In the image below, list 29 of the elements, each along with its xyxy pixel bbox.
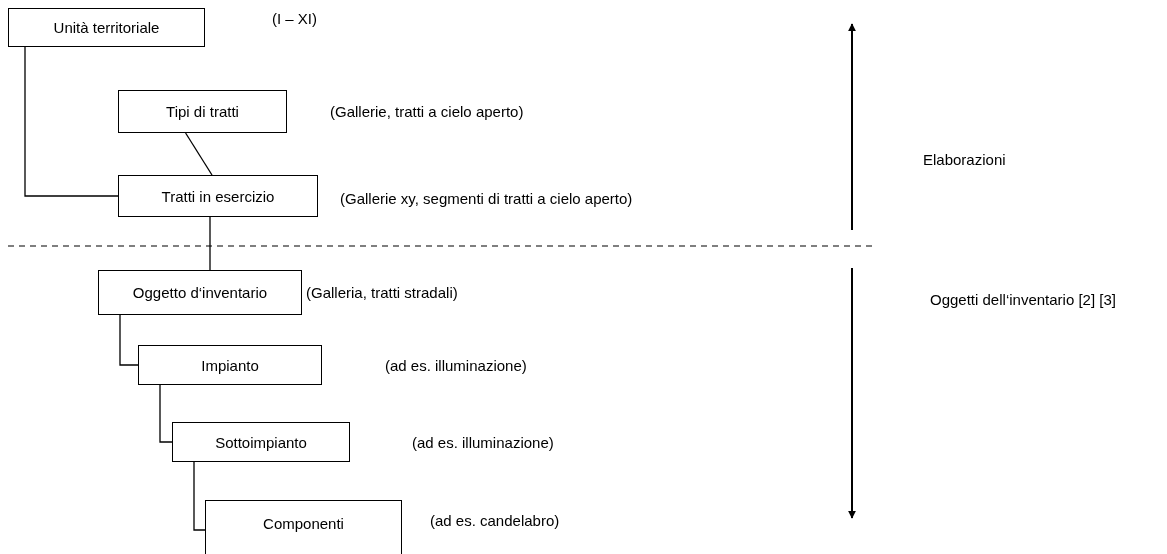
box-label: Tratti in esercizio bbox=[161, 187, 275, 205]
process-box bbox=[172, 422, 350, 462]
annotation-text: (ad es. candelabro) bbox=[430, 512, 560, 530]
process-box bbox=[118, 90, 287, 133]
annotation-text: Oggetti dell‘inventario [2] [3] bbox=[930, 291, 1116, 309]
process-box bbox=[8, 8, 205, 47]
connector-line bbox=[209, 216, 211, 271]
annotation-text: (ad es. illuminazione) bbox=[412, 434, 554, 452]
box-label: Impianto bbox=[201, 356, 259, 374]
process-box bbox=[118, 175, 318, 217]
connector-line bbox=[193, 461, 206, 531]
annotation-text: (I – XI) bbox=[272, 10, 317, 28]
process-box bbox=[98, 270, 302, 315]
process-box bbox=[138, 345, 322, 385]
box-label: Sottoimpianto bbox=[215, 433, 307, 451]
connector-line bbox=[184, 132, 213, 176]
annotation-text: (Galleria, tratti stradali) bbox=[306, 284, 458, 302]
box-label: Unità territoriale bbox=[53, 19, 160, 36]
connector-line bbox=[24, 46, 119, 197]
box-label: Componenti bbox=[263, 514, 344, 532]
box-label: Tipi di tratti bbox=[166, 103, 239, 120]
connector-line bbox=[119, 314, 139, 366]
annotation-text: (ad es. illuminazione) bbox=[385, 357, 527, 375]
process-box bbox=[205, 500, 402, 554]
connector-line bbox=[159, 384, 173, 443]
annotation-text: (Gallerie, tratti a cielo aperto) bbox=[330, 103, 524, 121]
annotation-text: (Gallerie xy, segmenti di tratti a cielo aperto) bbox=[340, 190, 633, 208]
annotation-text: Elaborazioni bbox=[923, 151, 1006, 169]
box-label: Oggetto d‘inventario bbox=[132, 284, 268, 301]
